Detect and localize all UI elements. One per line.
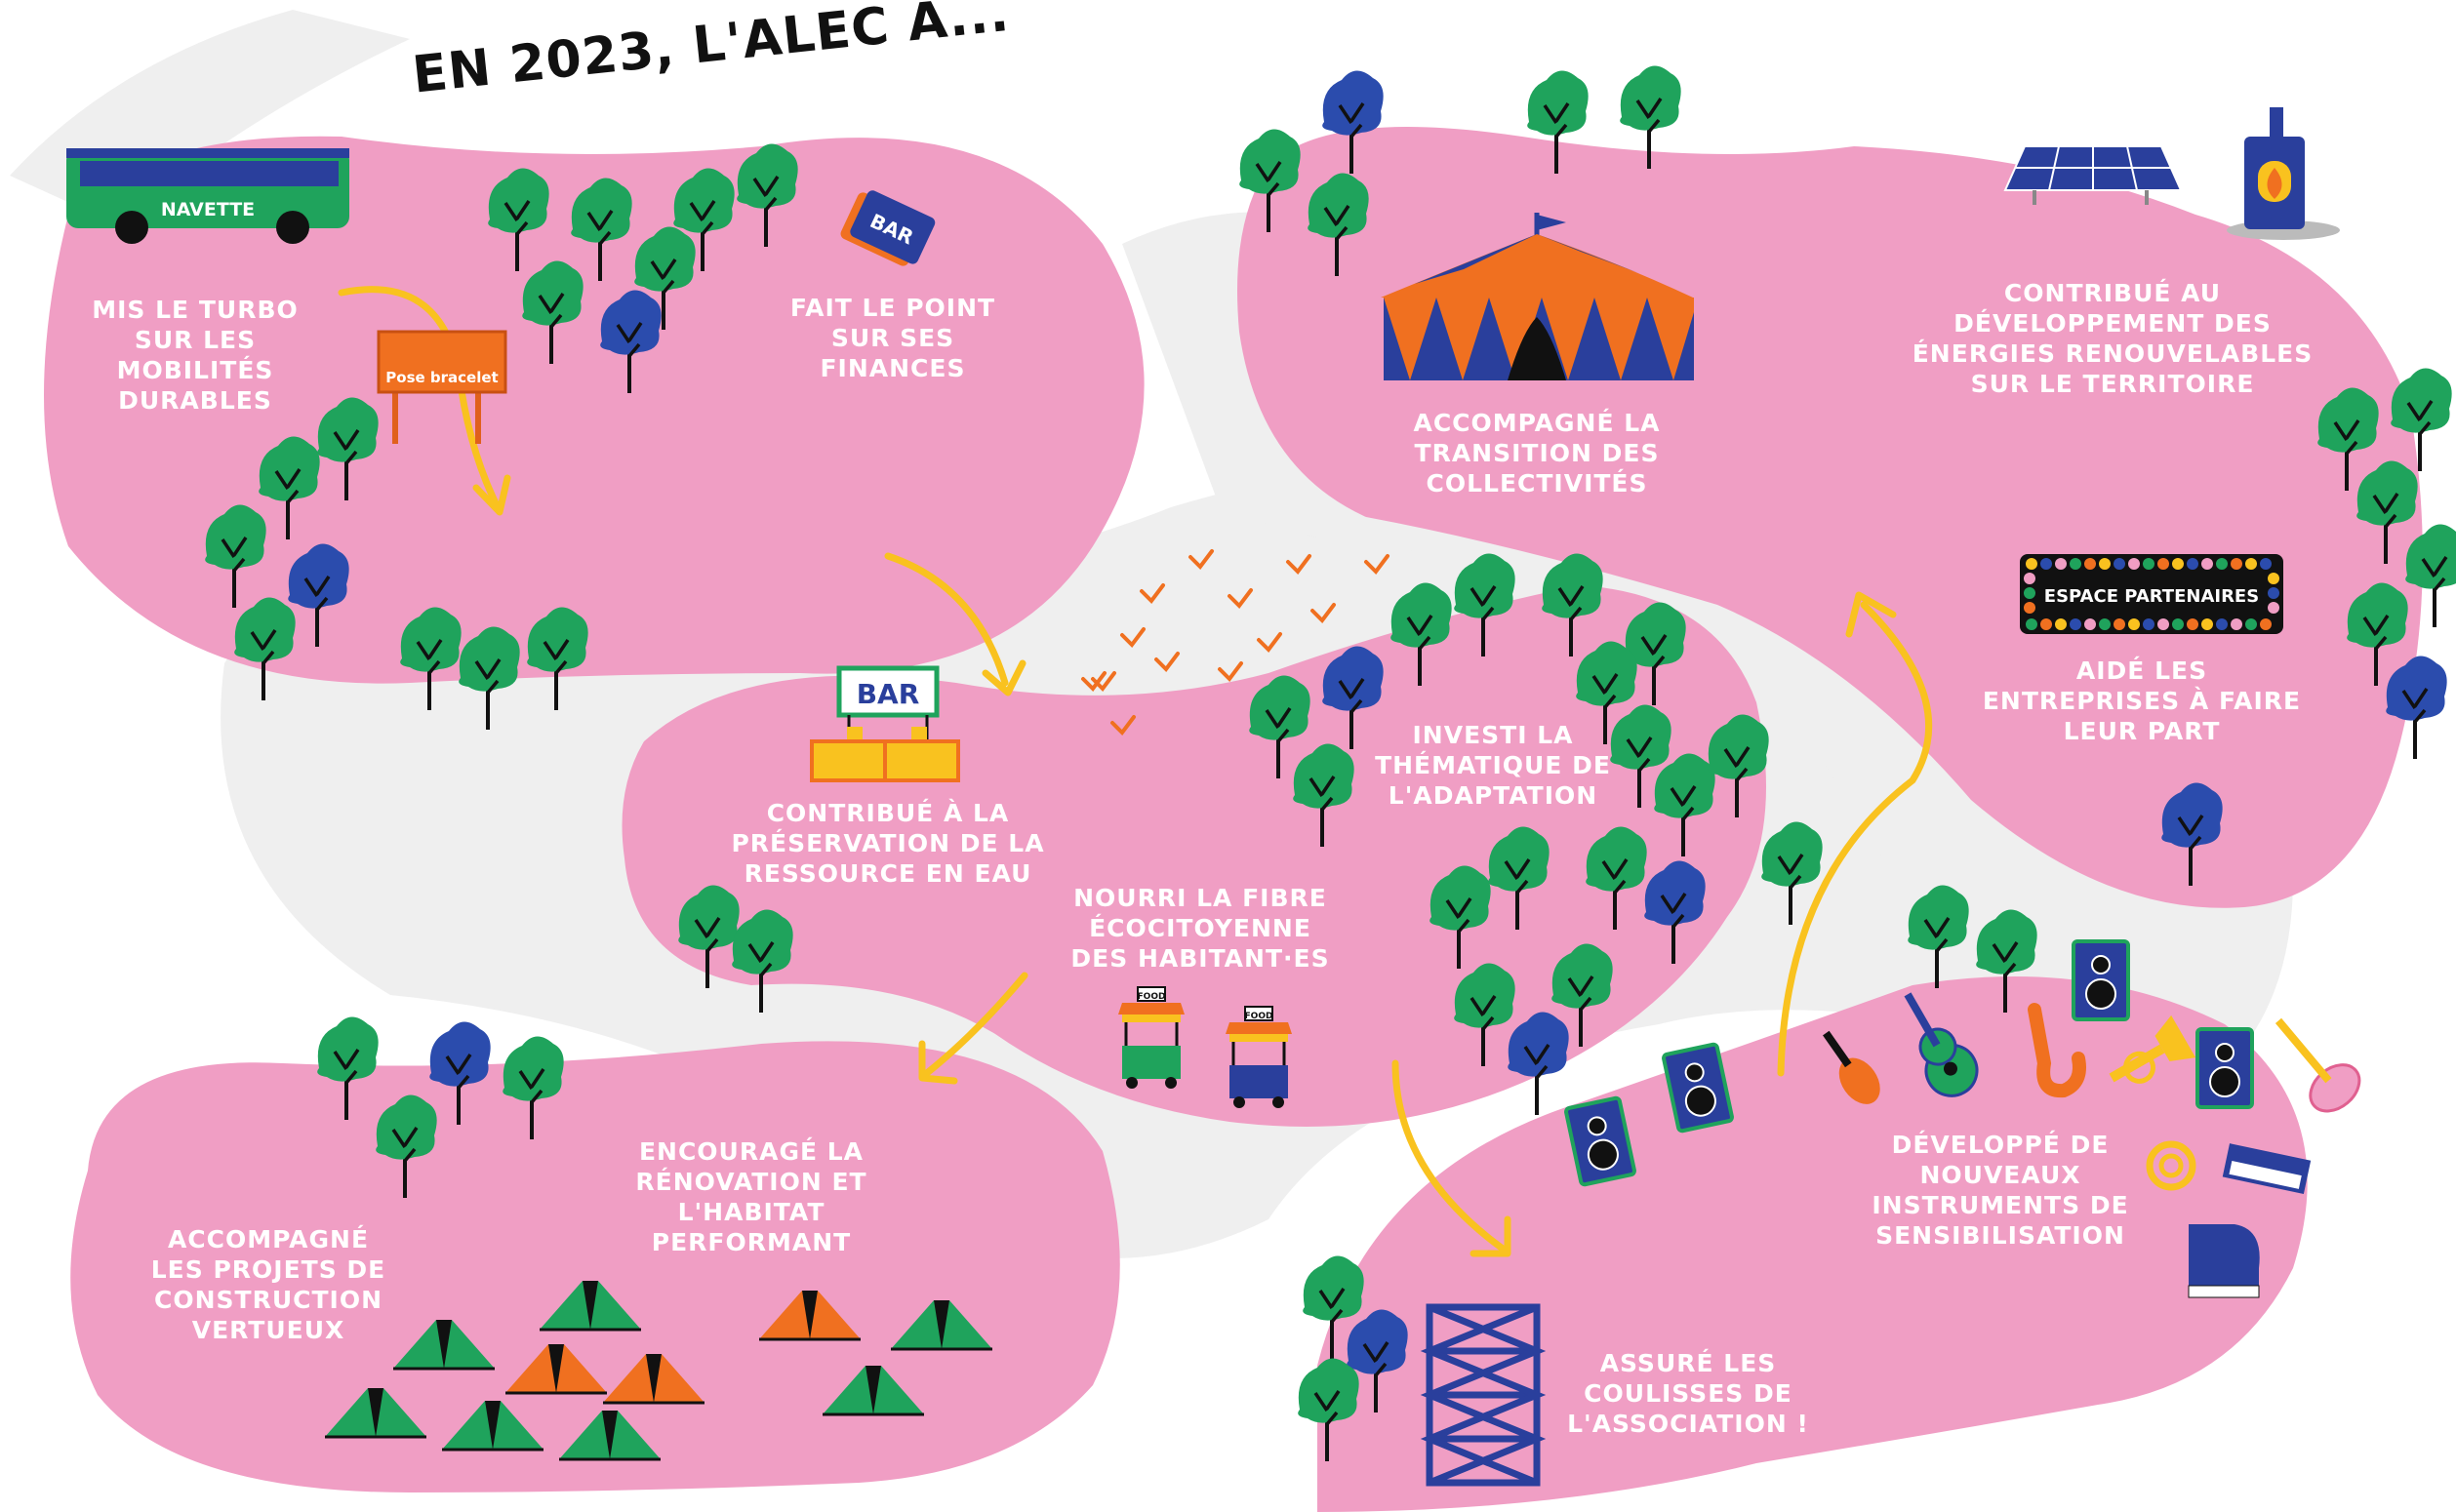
piano-icon bbox=[2188, 1224, 2260, 1298]
partner-sign-label: ESPACE PARTENAIRES bbox=[2044, 586, 2259, 607]
food-cart-label: FOOD bbox=[1138, 992, 1166, 1002]
sign-bulb bbox=[2172, 558, 2184, 570]
label-renewables: CONTRIBUÉ AU DÉVELOPPEMENT DES ÉNERGIES … bbox=[1912, 279, 2314, 398]
label-collectivites: ACCOMPAGNÉ LA TRANSITION DES COLLECTIVIT… bbox=[1413, 409, 1661, 497]
violin-icon bbox=[1823, 1030, 1880, 1104]
sign-bulb bbox=[2026, 618, 2037, 630]
solar-panel-icon bbox=[2003, 145, 2183, 205]
label-construction: ACCOMPAGNÉ LES PROJETS DE CONSTRUCTION V… bbox=[150, 1225, 386, 1344]
label-awareness: DÉVELOPPÉ DE NOUVEAUX INSTRUMENTS DE SEN… bbox=[1872, 1131, 2129, 1250]
speaker-icon bbox=[2072, 939, 2130, 1021]
sign-bulb bbox=[2260, 558, 2272, 570]
sign-bulb bbox=[2084, 618, 2096, 630]
sign-bulb bbox=[2231, 618, 2242, 630]
speaker-icon bbox=[2195, 1027, 2254, 1109]
sign-bulb bbox=[2026, 558, 2037, 570]
label-renovation: ENCOURAGÉ LA RÉNOVATION ET L'HABITAT PER… bbox=[635, 1137, 867, 1256]
sign-bulb bbox=[2245, 558, 2257, 570]
sign-bulb bbox=[2024, 602, 2035, 614]
sign-bulb bbox=[2201, 618, 2213, 630]
bar-sign-label: BAR bbox=[857, 678, 920, 710]
sign-bulb bbox=[2143, 558, 2154, 570]
sign-bulb bbox=[2055, 558, 2067, 570]
sign-bulb bbox=[2114, 558, 2125, 570]
sign-bulb bbox=[2099, 618, 2111, 630]
sign-bulb bbox=[2260, 618, 2272, 630]
bus-icon bbox=[66, 148, 349, 244]
sign-bulb bbox=[2055, 618, 2067, 630]
stove-icon bbox=[2227, 107, 2340, 240]
partner-sign bbox=[2020, 554, 2283, 634]
food-cart-label: FOOD bbox=[1245, 1012, 1273, 1021]
bus-label: NAVETTE bbox=[161, 199, 255, 220]
sign-bulb bbox=[2099, 558, 2111, 570]
bracelet-sign bbox=[377, 330, 507, 444]
sign-bulb bbox=[2157, 618, 2169, 630]
label-mobility: MIS LE TURBO SUR LES MOBILITÉS DURABLES bbox=[92, 296, 299, 415]
sign-bulb bbox=[2172, 618, 2184, 630]
sign-bulb bbox=[2070, 618, 2081, 630]
sign-bulb bbox=[2245, 618, 2257, 630]
scaffold-tower-icon bbox=[1420, 1303, 1547, 1487]
trumpet-icon bbox=[2109, 1015, 2196, 1084]
ticket-icon: BAR bbox=[840, 190, 936, 266]
guitar-icon bbox=[1904, 992, 1979, 1097]
sign-bulb bbox=[2024, 573, 2035, 584]
sign-bulb bbox=[2157, 558, 2169, 570]
sign-bulb bbox=[2024, 587, 2035, 599]
electric-guitar-icon bbox=[2275, 1017, 2361, 1113]
sign-bulb bbox=[2201, 558, 2213, 570]
bar-stand-icon bbox=[810, 665, 960, 782]
sign-bulb bbox=[2187, 618, 2198, 630]
sign-bulb bbox=[2268, 573, 2279, 584]
bracelet-sign-label: Pose bracelet bbox=[385, 369, 498, 386]
sign-bulb bbox=[2128, 558, 2140, 570]
sign-bulb bbox=[2268, 602, 2279, 614]
label-finances: FAIT LE POINT SUR SES FINANCES bbox=[789, 294, 996, 382]
saxophone-icon bbox=[2028, 1003, 2086, 1098]
sign-bulb bbox=[2187, 558, 2198, 570]
label-backstage: ASSURÉ LES COULISSES DE L'ASSOCIATION ! bbox=[1567, 1349, 1809, 1438]
keyboard-icon bbox=[2222, 1143, 2312, 1195]
sign-bulb bbox=[2070, 558, 2081, 570]
label-adaptation: INVESTI LA THÉMATIQUE DE L'ADAPTATION bbox=[1375, 721, 1611, 810]
sign-bulb bbox=[2114, 618, 2125, 630]
sign-bulb bbox=[2040, 618, 2052, 630]
sign-bulb bbox=[2216, 618, 2228, 630]
sign-bulb bbox=[2143, 618, 2154, 630]
circus-tent-icon bbox=[1381, 213, 1694, 380]
french-horn-icon bbox=[2146, 1140, 2196, 1191]
sign-bulb bbox=[2040, 558, 2052, 570]
sign-bulb bbox=[2231, 558, 2242, 570]
label-water: CONTRIBUÉ À LA PRÉSERVATION DE LA RESSOU… bbox=[731, 799, 1045, 888]
sign-bulb bbox=[2084, 558, 2096, 570]
label-ecocitizen: NOURRI LA FIBRE ÉCOCITOYENNE DES HABITAN… bbox=[1070, 884, 1330, 973]
label-businesses: AIDÉ LES ENTREPRISES À FAIRE LEUR PART bbox=[1982, 657, 2302, 745]
sign-bulb bbox=[2268, 587, 2279, 599]
sign-bulb bbox=[2216, 558, 2228, 570]
sign-bulb bbox=[2128, 618, 2140, 630]
